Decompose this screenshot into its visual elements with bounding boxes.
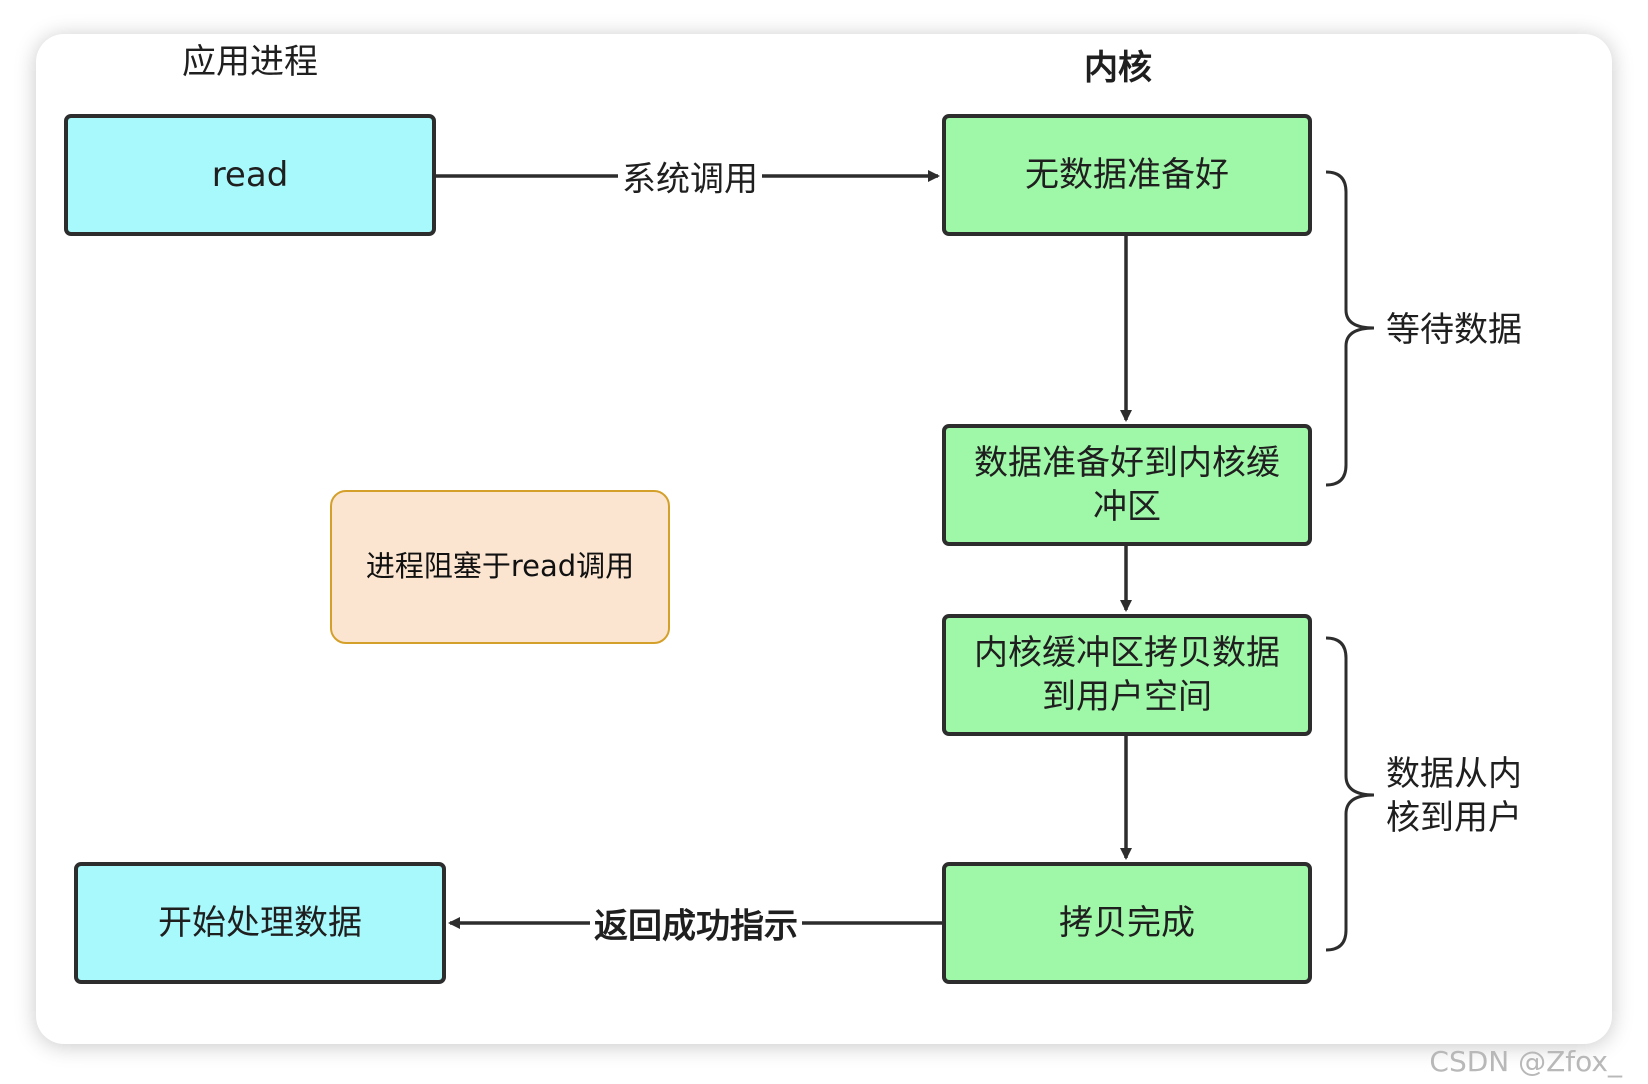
node-copy-done: 拷贝完成 bbox=[942, 862, 1312, 984]
node-no-data-ready: 无数据准备好 bbox=[942, 114, 1312, 236]
note-process-blocked-label: 进程阻塞于read调用 bbox=[365, 549, 635, 584]
node-data-ready-to-buffer: 数据准备好到内核缓冲区 bbox=[942, 424, 1312, 546]
edge-label-syscall: 系统调用 bbox=[618, 151, 762, 201]
brace-wait-data bbox=[1325, 170, 1375, 487]
node-process-data-label: 开始处理数据 bbox=[158, 902, 362, 943]
node-process-data: 开始处理数据 bbox=[74, 862, 446, 984]
node-read: read bbox=[64, 114, 436, 236]
node-data-ready-to-buffer-label: 数据准备好到内核缓冲区 bbox=[974, 442, 1280, 527]
node-no-data-ready-label: 无数据准备好 bbox=[1025, 154, 1229, 195]
brace-label-data-kernel-to-user: 数据从内核到用户 bbox=[1386, 754, 1522, 839]
node-copy-to-user-label: 内核缓冲区拷贝数据到用户空间 bbox=[974, 632, 1280, 717]
brace-data-kernel-to-user bbox=[1325, 636, 1375, 952]
brace-label-wait-data: 等待数据 bbox=[1386, 310, 1522, 350]
note-process-blocked: 进程阻塞于read调用 bbox=[330, 490, 670, 644]
edge-label-return-success: 返回成功指示 bbox=[590, 898, 802, 948]
column-title-kernel: 内核 bbox=[1084, 48, 1152, 88]
node-copy-done-label: 拷贝完成 bbox=[1059, 902, 1195, 943]
node-copy-to-user: 内核缓冲区拷贝数据到用户空间 bbox=[942, 614, 1312, 736]
watermark: CSDN @Zfox_ bbox=[1429, 1045, 1622, 1078]
column-title-app-process: 应用进程 bbox=[182, 42, 318, 82]
node-read-label: read bbox=[211, 154, 289, 195]
